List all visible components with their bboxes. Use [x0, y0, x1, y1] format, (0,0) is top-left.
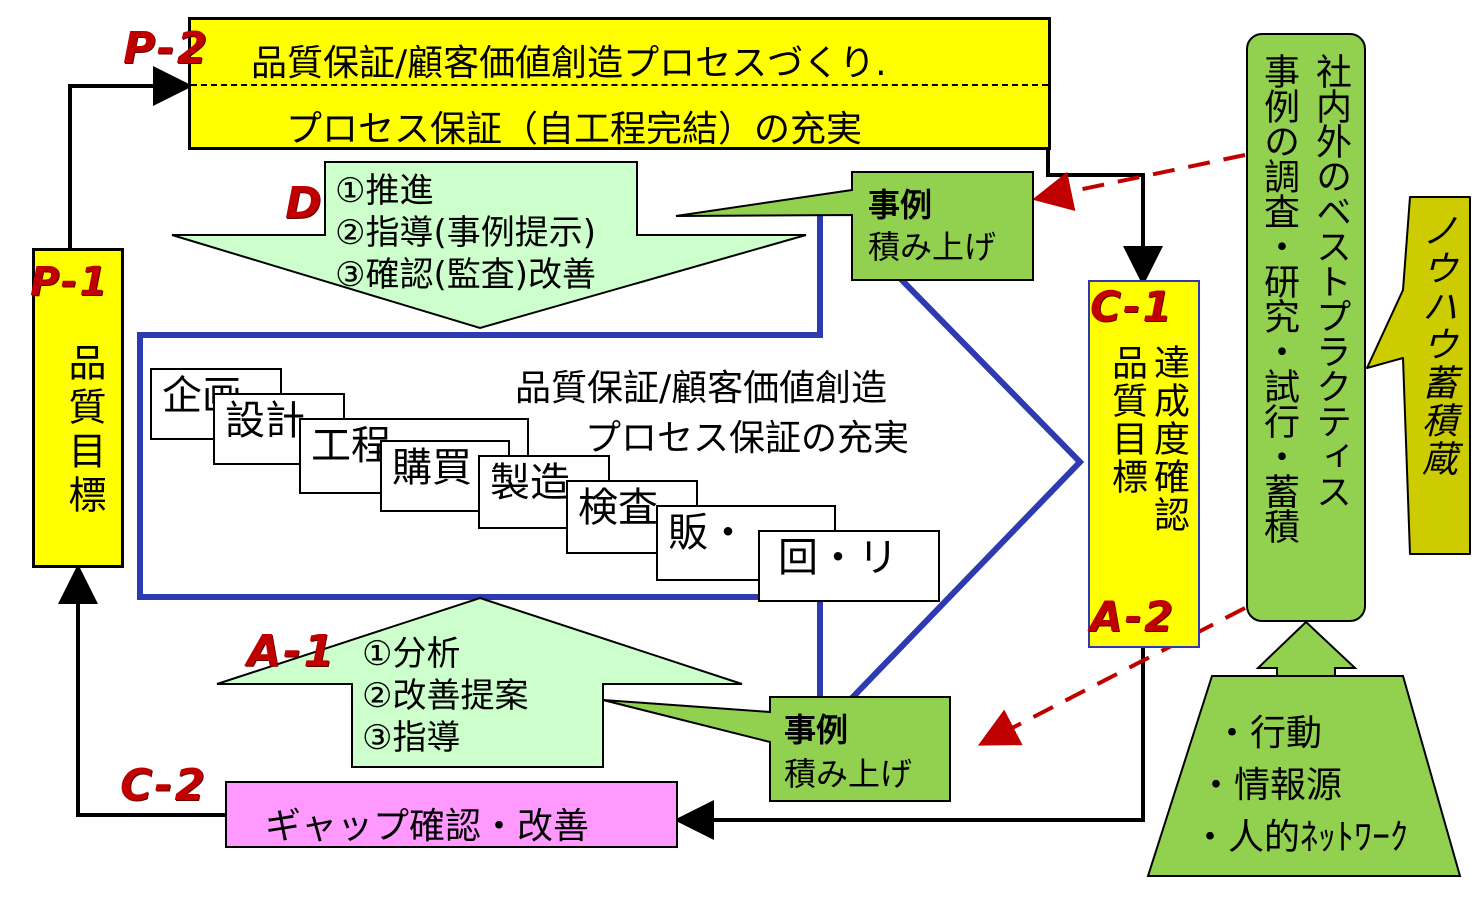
down-arrow-item: ②指導(事例提示)	[335, 213, 597, 253]
up-arrow-item: ①分析	[362, 634, 461, 674]
process-card-manufacturing: 製造	[478, 455, 610, 529]
up-arrow-item: ③指導	[362, 718, 461, 758]
tag-a2: A-2	[1090, 592, 1176, 641]
c2-to-p1-line	[58, 564, 225, 817]
tag-c2: C-2	[120, 760, 208, 811]
callout-top-text: 事例 積み上げ	[868, 184, 996, 268]
p1-to-p2-line	[68, 66, 193, 248]
callout-bottom-line2: 積み上げ	[784, 755, 913, 793]
process-card-recall: 回・リ	[758, 530, 940, 602]
top-box: 品質保証/顧客価値創造プロセスづくり. プロセス保証（自工程完結）の充実	[188, 17, 1051, 150]
up-arrow-green	[1255, 620, 1358, 677]
tag-c1: C-1	[1090, 282, 1174, 331]
callout-bottom-text: 事例 積み上げ	[784, 708, 912, 796]
callout-top-line1: 事例	[868, 186, 933, 224]
knowhow-shape	[1366, 196, 1471, 555]
best-practice-box: 社内外のベストプラクティス 事例の調査・研究・試行・蓄積	[1246, 33, 1366, 622]
left-box: 品質目標	[32, 248, 124, 568]
c1-box: 達成度確認 品質目標	[1088, 280, 1200, 648]
top-box-line2: プロセス保証（自工程完結）の充実	[286, 109, 863, 150]
resource-item-network: ・人的ﾈｯﾄﾜｰｸ	[1192, 817, 1409, 858]
knowhow-text: ノウハウ蓄積蔵	[1416, 212, 1457, 478]
process-chevron	[847, 265, 1085, 703]
center-title-line1: 品質保証/顧客価値創造	[515, 368, 888, 409]
callout-bottom-line1: 事例	[784, 711, 849, 749]
dashed-arrow-bottom	[977, 606, 1246, 746]
best-practice-line2: 事例の調査・研究・試行・蓄積	[1258, 53, 1299, 543]
resource-list: ・行動 ・情報源 ・人的ﾈｯﾄﾜｰｸ	[1192, 708, 1408, 864]
top-box-line1: 品質保証/顧客価値創造プロセスづくり.	[251, 43, 887, 84]
callout-top-shape	[675, 171, 1034, 281]
process-frame	[137, 215, 823, 700]
c1-box-col-right: 達成度確認	[1148, 344, 1189, 534]
down-arrow-shape	[171, 161, 807, 330]
resource-item-action: ・行動	[1214, 713, 1323, 754]
top-box-divider	[191, 84, 1048, 86]
c1-box-col-left: 品質目標	[1106, 344, 1147, 496]
best-practice-line1: 社内外のベストプラクティス	[1310, 53, 1351, 508]
tag-p2: P-2	[123, 23, 210, 74]
center-title-line2: プロセス保証の充実	[585, 418, 910, 459]
tag-d: D	[285, 178, 324, 229]
up-arrow-shape	[216, 596, 743, 768]
down-arrow-list: ①推進 ②指導(事例提示) ③確認(監査)改善	[335, 170, 596, 296]
resource-item-info: ・情報源	[1198, 765, 1343, 806]
left-box-text: 品質目標	[62, 343, 106, 519]
down-arrow-item: ③確認(監査)改善	[335, 255, 597, 295]
up-arrow-item: ②改善提案	[362, 676, 529, 716]
trapezoid-shape	[1146, 675, 1462, 877]
bottom-box: ギャップ確認・改善	[225, 781, 678, 848]
tag-p1: P-1	[30, 259, 110, 305]
tag-a1: A-1	[247, 626, 336, 677]
c1-to-c2-line	[674, 648, 1145, 840]
center-title: 品質保証/顧客価値創造 プロセス保証の充実	[515, 364, 909, 464]
callout-bottom-shape	[602, 696, 951, 802]
callout-top-line2: 積み上げ	[868, 228, 997, 266]
down-arrow-item: ①推進	[335, 171, 434, 211]
bottom-box-text: ギャップ確認・改善	[265, 806, 590, 847]
p2-to-c1-line	[1046, 70, 1163, 286]
up-arrow-list: ①分析 ②改善提案 ③指導	[362, 633, 528, 759]
